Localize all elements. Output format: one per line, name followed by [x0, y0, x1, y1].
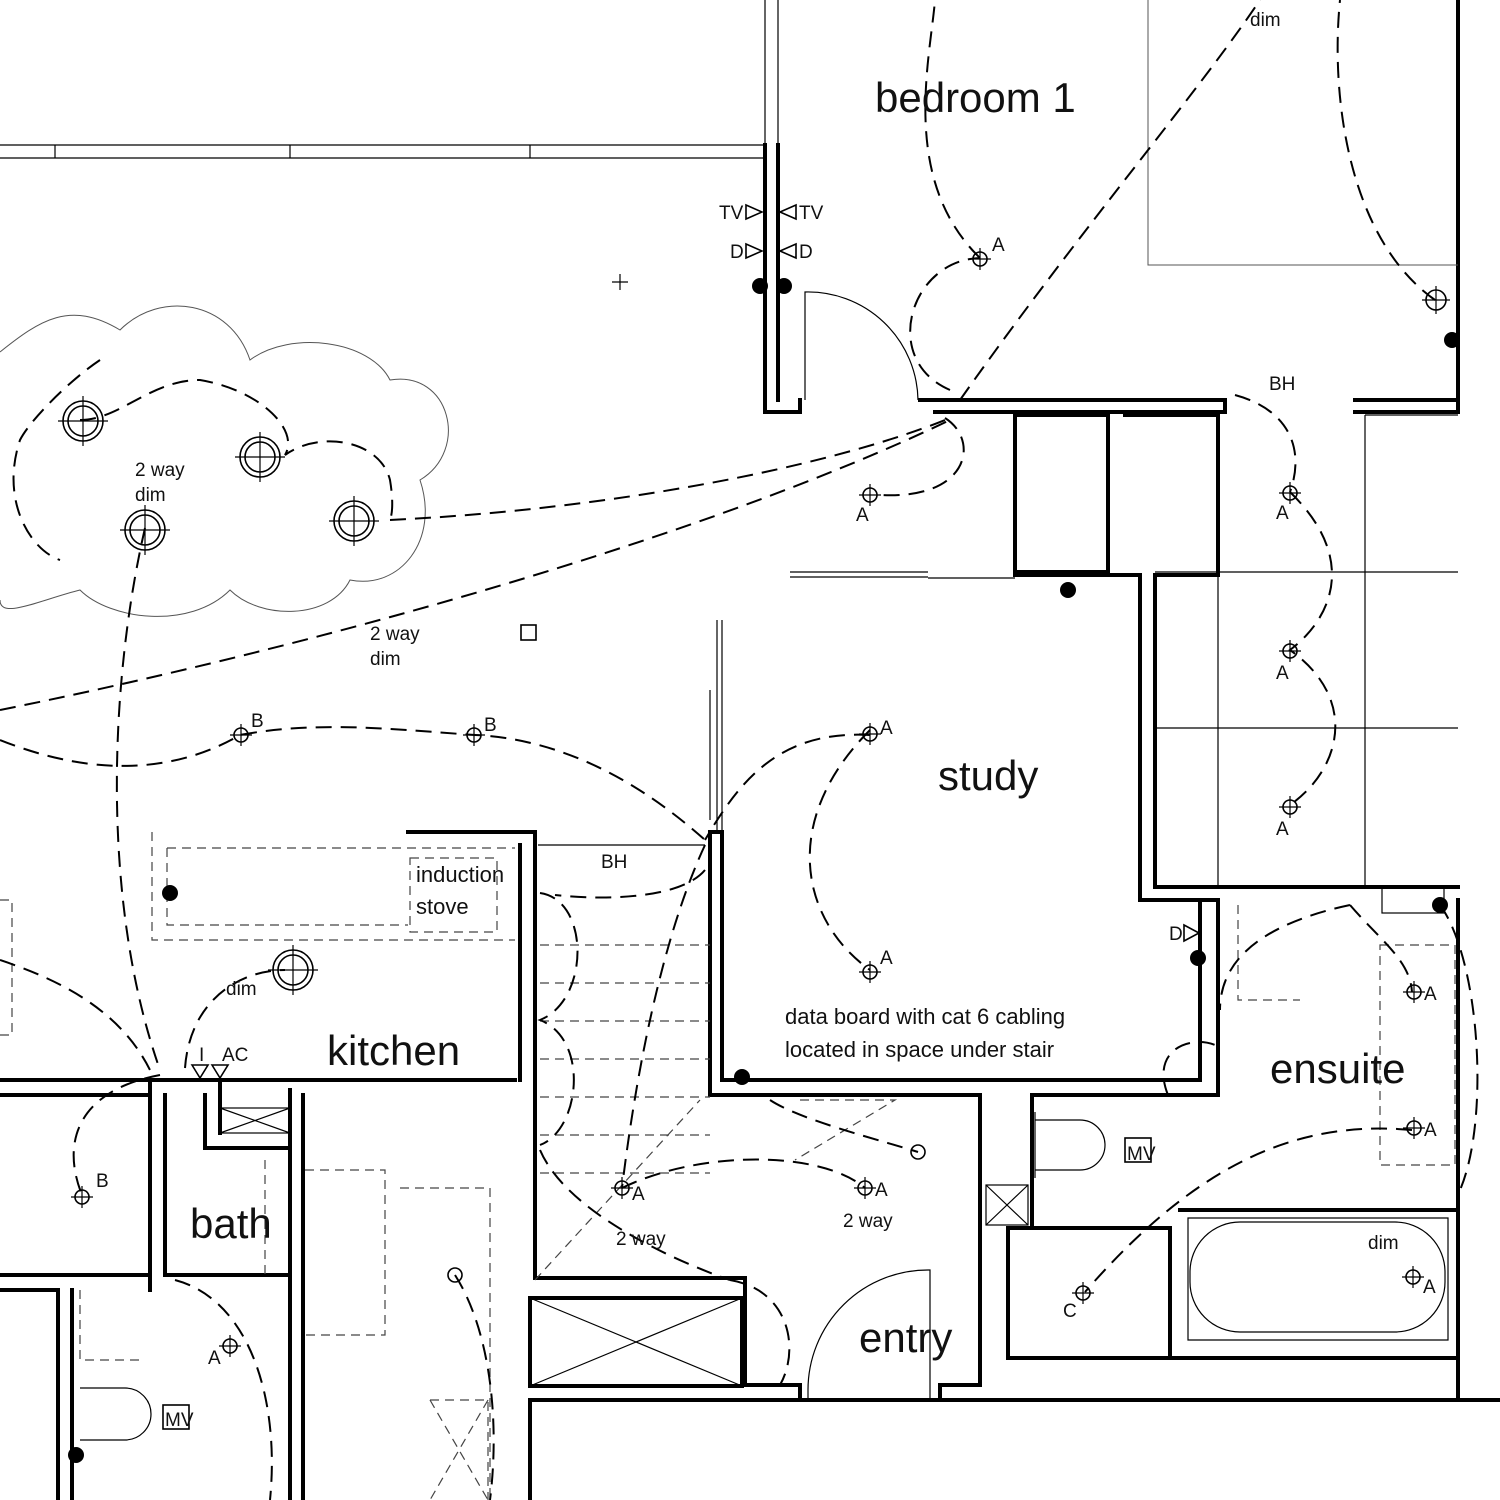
switch-note: dim	[370, 649, 401, 670]
induction-stove-label: induction	[416, 862, 504, 887]
light-crosshair-icon	[1279, 640, 1301, 662]
light-crosshair-icon	[969, 248, 991, 270]
light-type-label: A	[880, 718, 893, 739]
light-crosshair-icon	[1402, 1266, 1424, 1288]
light-type-label: A	[875, 1180, 888, 1201]
light-crosshair-icon	[230, 724, 252, 746]
room-label-entry: entry	[859, 1314, 952, 1361]
switch-note: dim	[226, 979, 257, 1000]
downlight-large	[58, 396, 108, 446]
light-crosshair-icon	[859, 484, 881, 506]
light-type-label: A	[992, 235, 1005, 256]
switch-note: dim	[1368, 1233, 1399, 1254]
light-type-label: A	[208, 1348, 221, 1369]
light-type-label: C	[1063, 1301, 1077, 1322]
light-crosshair-icon	[219, 1335, 241, 1357]
switch-note: dim	[1250, 10, 1281, 31]
light-crosshair-icon	[854, 1177, 876, 1199]
switch-note: 2 way	[616, 1229, 666, 1250]
switch-note: dim	[135, 485, 166, 506]
light-crosshair-icon	[1403, 1117, 1425, 1139]
light-crosshair-icon	[1422, 286, 1450, 314]
light-type-label: A	[632, 1184, 645, 1205]
av-outlets	[190, 203, 1201, 1080]
downlights	[58, 396, 379, 995]
room-label-bedroom-1: bedroom 1	[875, 74, 1076, 121]
light-crosshair-icon	[463, 724, 485, 746]
induction-stove-label: stove	[416, 894, 469, 919]
light-type-label: A	[1276, 819, 1289, 840]
light-crosshair-icon	[71, 1186, 93, 1208]
exhaust-fans	[162, 1137, 1152, 1430]
light-type-label: A	[1276, 503, 1289, 524]
light-crosshair-icon	[1403, 981, 1425, 1003]
power-outlets	[68, 274, 1460, 1463]
exhaust-fan-label: MV	[165, 1410, 194, 1431]
light-type-label: B	[251, 711, 264, 732]
light-type-label: A	[1424, 1120, 1437, 1141]
light-type-label: A	[856, 505, 869, 526]
light-crosshair-icon	[859, 723, 881, 745]
room-label-kitchen: kitchen	[327, 1027, 460, 1074]
light-type-label: A	[1424, 984, 1437, 1005]
data-outlet-label: D	[730, 242, 744, 263]
light-type-label: A	[880, 948, 893, 969]
light-crosshair-icon	[1279, 482, 1301, 504]
light-crosshair-icon	[1279, 796, 1301, 818]
room-label-ensuite: ensuite	[1270, 1045, 1405, 1092]
air-con-label: AC	[222, 1045, 248, 1066]
downlight-large	[268, 945, 318, 995]
light-type-label: A	[1276, 663, 1289, 684]
light-crosshair-icon	[859, 961, 881, 983]
bulkhead-label: BH	[601, 852, 627, 873]
downlight-large	[329, 496, 379, 546]
tv-outlet-label: TV	[719, 203, 744, 224]
isolator-label: I	[199, 1045, 204, 1066]
switch-note: 2 way	[135, 460, 185, 481]
data-outlet-label: D	[1169, 924, 1183, 945]
light-type-label: B	[484, 715, 497, 736]
room-label-bath: bath	[190, 1200, 272, 1247]
data-outlet-label: D	[799, 242, 813, 263]
light-crosshair-icon	[1072, 1282, 1094, 1304]
exhaust-fan-label: MV	[1127, 1144, 1156, 1165]
tv-outlet-label: TV	[799, 203, 824, 224]
data-board-note: data board with cat 6 cabling	[785, 1004, 1065, 1029]
downlight-large	[235, 432, 285, 482]
revision-cloud	[0, 305, 449, 617]
light-type-label: A	[1423, 1277, 1436, 1298]
room-label-study: study	[938, 752, 1038, 799]
switch-note: 2 way	[370, 624, 420, 645]
light-type-label: B	[96, 1171, 109, 1192]
light-crosshair-icon	[611, 1177, 633, 1199]
switch-note: 2 way	[843, 1211, 893, 1232]
bulkhead-label: BH	[1269, 374, 1295, 395]
downlight-large	[120, 505, 170, 555]
data-board-note: located in space under stair	[785, 1037, 1054, 1062]
